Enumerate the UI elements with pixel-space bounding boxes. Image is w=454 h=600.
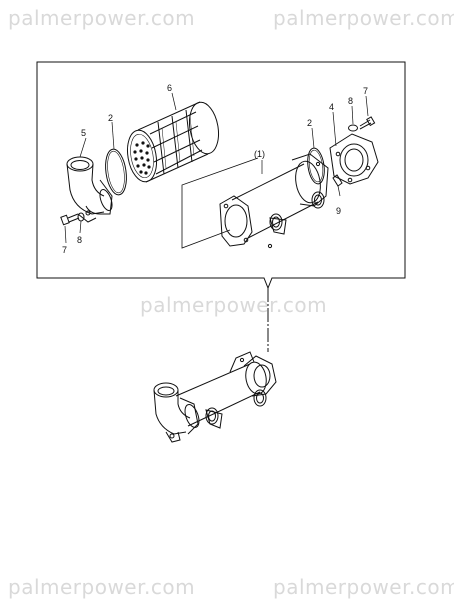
detail-frame <box>36 61 406 290</box>
watermark-top-right: palmerpower.com <box>273 6 454 30</box>
o-ring-right <box>307 147 325 185</box>
callout-2-left: 2 <box>108 113 114 123</box>
bolt-left <box>60 213 80 226</box>
assembled-cooler <box>153 351 277 443</box>
callout-2-right: 2 <box>307 118 313 128</box>
callout-5: 5 <box>81 128 87 138</box>
tube-bundle-part <box>126 101 220 183</box>
washer-right <box>348 124 358 132</box>
cooler-body-part <box>219 153 329 249</box>
callout-9: 9 <box>336 206 342 216</box>
watermark-top-left: palmerpower.com <box>8 6 196 30</box>
bolt-right <box>359 116 376 130</box>
watermark-bottom-left: palmerpower.com <box>8 575 196 599</box>
o-ring-left <box>105 148 127 196</box>
callout-7-left: 7 <box>62 245 68 255</box>
callout-6: 6 <box>167 83 173 93</box>
callout-7-right: 7 <box>363 86 369 96</box>
plug-part <box>332 174 343 187</box>
watermark-center: palmerpower.com <box>140 293 328 317</box>
assembly-bracket <box>181 157 259 249</box>
callout-8-left: 8 <box>77 235 83 245</box>
watermark-bottom-right: palmerpower.com <box>273 575 454 599</box>
callout-8-right: 8 <box>348 96 354 106</box>
elbow-cover-part <box>66 156 113 223</box>
callout-4: 4 <box>329 102 335 112</box>
callout-1: (1) <box>254 149 265 159</box>
end-cover-part <box>329 133 379 185</box>
